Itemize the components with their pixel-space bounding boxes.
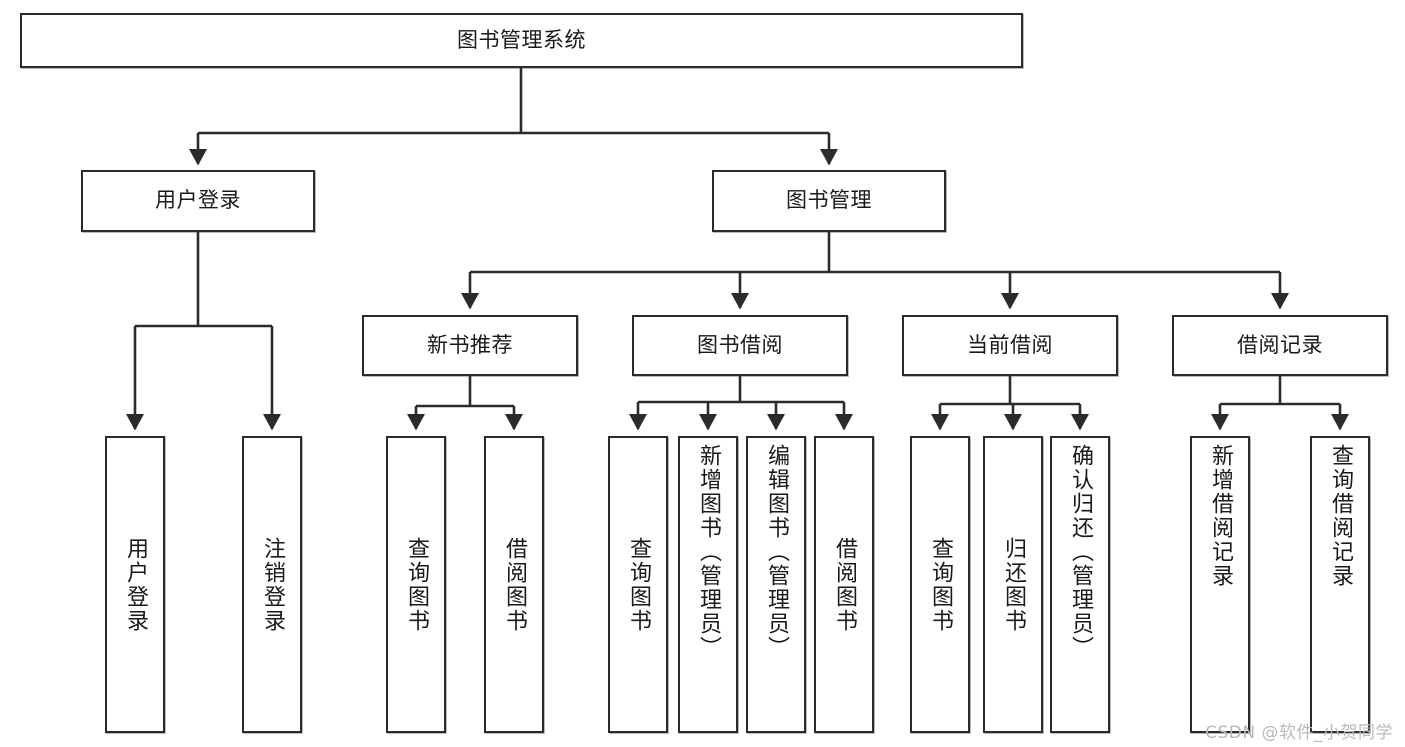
- node-book-management[interactable]: 图书管理: [712, 170, 946, 232]
- node-leaf-borrow-book-rec[interactable]: 借阅图书: [484, 436, 544, 733]
- node-book-borrow-label: 图书借阅: [697, 332, 783, 357]
- node-borrow-record[interactable]: 借阅记录: [1172, 315, 1388, 376]
- node-leaf-confirm-return[interactable]: 确认归还（管理员）: [1050, 436, 1110, 733]
- node-leaf-return-book[interactable]: 归还图书: [983, 436, 1043, 733]
- node-user-login[interactable]: 用户登录: [81, 170, 315, 232]
- node-root-label: 图书管理系统: [457, 27, 586, 52]
- node-leaf-return-book-label: 归还图书: [1000, 536, 1026, 633]
- node-leaf-query-book-borrow-label: 查询图书: [625, 536, 651, 633]
- node-leaf-edit-book[interactable]: 编辑图书（管理员）: [746, 436, 806, 733]
- node-leaf-query-borrow-record-label: 查询借阅记录: [1327, 444, 1353, 588]
- node-leaf-add-borrow-record[interactable]: 新增借阅记录: [1190, 436, 1250, 733]
- node-new-book-recommend-label: 新书推荐: [427, 332, 513, 357]
- node-leaf-confirm-return-label: 确认归还（管理员）: [1067, 444, 1093, 660]
- node-leaf-user-login[interactable]: 用户登录: [105, 436, 165, 733]
- node-leaf-borrow-book-label: 借阅图书: [831, 536, 857, 633]
- node-book-borrow[interactable]: 图书借阅: [632, 315, 848, 376]
- node-leaf-query-book-borrow[interactable]: 查询图书: [608, 436, 668, 733]
- node-user-login-label: 用户登录: [155, 188, 241, 213]
- node-leaf-edit-book-label: 编辑图书（管理员）: [763, 444, 789, 660]
- node-leaf-add-borrow-record-label: 新增借阅记录: [1207, 444, 1233, 588]
- node-leaf-query-book-current[interactable]: 查询图书: [910, 436, 970, 733]
- node-borrow-record-label: 借阅记录: [1237, 332, 1323, 357]
- node-leaf-borrow-book[interactable]: 借阅图书: [814, 436, 874, 733]
- node-leaf-query-borrow-record[interactable]: 查询借阅记录: [1310, 436, 1370, 733]
- node-leaf-query-book-current-label: 查询图书: [927, 536, 953, 633]
- node-leaf-add-book[interactable]: 新增图书（管理员）: [678, 436, 738, 733]
- node-book-management-label: 图书管理: [786, 188, 872, 213]
- node-leaf-user-logout[interactable]: 注销登录: [242, 436, 302, 733]
- node-leaf-query-book-rec[interactable]: 查询图书: [386, 436, 446, 733]
- node-root-system[interactable]: 图书管理系统: [20, 13, 1023, 68]
- node-new-book-recommend[interactable]: 新书推荐: [362, 315, 578, 376]
- node-leaf-user-logout-label: 注销登录: [259, 536, 285, 633]
- node-current-borrow-label: 当前借阅: [967, 332, 1053, 357]
- node-leaf-add-book-label: 新增图书（管理员）: [695, 444, 721, 660]
- node-leaf-query-book-rec-label: 查询图书: [403, 536, 429, 633]
- node-leaf-borrow-book-rec-label: 借阅图书: [501, 536, 527, 633]
- node-leaf-user-login-label: 用户登录: [122, 536, 148, 633]
- node-current-borrow[interactable]: 当前借阅: [902, 315, 1118, 376]
